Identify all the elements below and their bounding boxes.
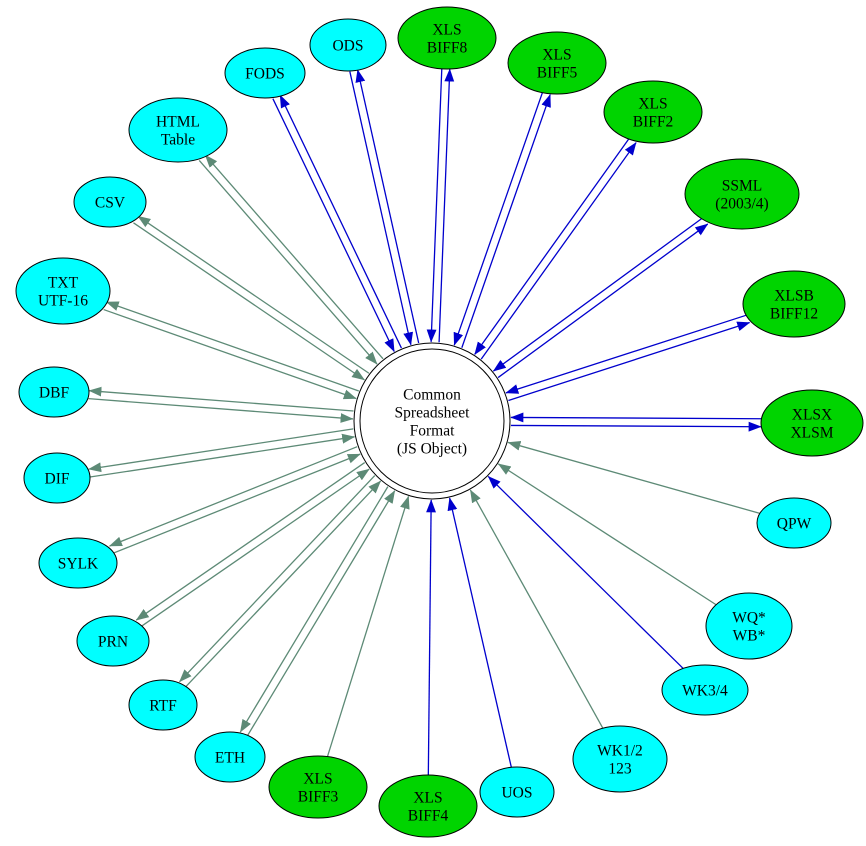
edge-rtf-out	[179, 475, 376, 683]
edge-xls-biff4-in	[426, 499, 436, 776]
node-xls-biff5	[507, 31, 607, 95]
edge-xls-biff2-out	[480, 142, 637, 360]
edge-html-table-out	[204, 154, 384, 360]
edge-dif-out	[88, 428, 354, 473]
edge-html-table-in	[198, 160, 378, 365]
node-wk12	[572, 725, 668, 793]
node-label-ssml: SSML(2003/4)	[715, 178, 768, 213]
node-rtf	[128, 679, 198, 731]
edge-xlsx-in	[510, 412, 762, 423]
node-qpw	[756, 497, 832, 549]
node-label-qpw: QPW	[777, 516, 812, 533]
node-sylk	[38, 537, 118, 589]
node-label-prn: PRN	[98, 634, 128, 651]
node-ssml	[684, 158, 800, 230]
node-label-sylk: SYLK	[58, 556, 99, 573]
edge-xlsb-out	[508, 321, 751, 402]
edge-fods-out	[279, 94, 403, 349]
node-label-fods: FODS	[245, 66, 285, 83]
nodes-layer	[15, 6, 864, 838]
edge-ods-out	[355, 69, 420, 344]
edge-wq-wb-in	[497, 463, 717, 606]
node-label-wk34: WK3/4	[682, 683, 728, 700]
edge-xls-biff5-in	[453, 91, 544, 346]
edge-eth-out	[239, 486, 389, 733]
node-ods	[309, 18, 387, 72]
edge-qpw-in	[507, 441, 761, 515]
node-xlsb	[742, 270, 846, 338]
edges-layer	[88, 68, 762, 776]
node-csv	[73, 176, 147, 228]
node-wk34	[661, 664, 749, 716]
node-txt-utf16	[15, 257, 111, 325]
edge-uos-in	[447, 497, 512, 768]
node-xls-biff4	[378, 774, 478, 838]
edge-wk12-in	[469, 489, 604, 729]
edge-dbf-in	[88, 398, 354, 423]
edge-wk34-in	[487, 475, 684, 669]
edge-xls-biff8-out	[438, 68, 455, 343]
edge-dbf-out	[88, 386, 354, 412]
edge-ssml-out	[497, 223, 709, 379]
node-uos	[479, 766, 555, 818]
edge-sylk-in	[112, 453, 361, 555]
node-xls-biff3	[268, 755, 368, 819]
center-node-inner-ring	[359, 348, 505, 494]
edge-rtf-in	[184, 480, 382, 688]
node-label-dbf: DBF	[39, 385, 70, 402]
node-wq-wb	[705, 592, 793, 660]
edge-eth-in	[246, 490, 396, 737]
edge-fods-in	[272, 98, 395, 353]
edge-xls-biff3-in	[326, 495, 410, 757]
node-label-eth: ETH	[215, 750, 245, 767]
node-label-rtf: RTF	[149, 698, 177, 715]
node-dbf	[18, 366, 90, 418]
node-xlsx	[760, 389, 864, 457]
edge-ssml-in	[492, 217, 704, 372]
edge-xls-biff5-out	[461, 93, 551, 348]
edge-sylk-out	[108, 446, 358, 547]
node-label-csv: CSV	[95, 195, 126, 212]
edge-txt-utf16-in	[103, 308, 357, 400]
edge-prn-out	[135, 462, 366, 621]
node-prn	[76, 615, 150, 667]
node-eth	[194, 731, 266, 783]
node-label-ods: ODS	[332, 38, 363, 55]
node-label-uos: UOS	[501, 785, 532, 802]
edge-prn-in	[140, 468, 370, 628]
node-dif	[23, 452, 91, 504]
edge-xls-biff8-in	[426, 68, 443, 343]
edge-ods-in	[349, 71, 414, 346]
node-xls-biff8	[397, 6, 497, 70]
edge-xlsx-out	[510, 421, 762, 432]
edge-xlsb-in	[505, 314, 748, 394]
node-fods	[224, 47, 306, 99]
node-label-wq-wb: WQ*WB*	[732, 610, 766, 645]
node-xls-biff2	[603, 80, 703, 144]
edge-xls-biff2-in	[474, 137, 631, 355]
edge-csv-in	[133, 222, 365, 381]
edge-dif-in	[89, 433, 356, 478]
node-label-dif: DIF	[45, 471, 70, 488]
node-html-table	[128, 97, 228, 163]
edge-txt-utf16-out	[105, 301, 360, 392]
edge-csv-out	[137, 215, 370, 374]
